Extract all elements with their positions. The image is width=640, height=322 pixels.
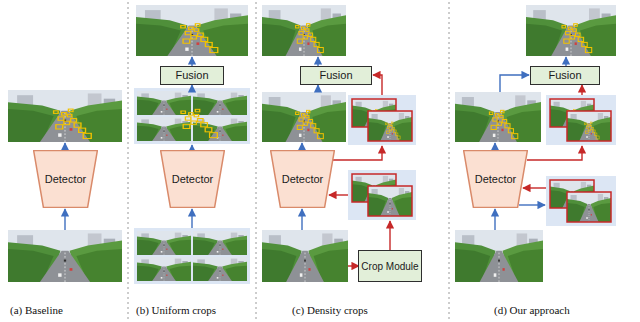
process-box: Fusion bbox=[300, 66, 372, 85]
uniform-crop-images bbox=[134, 5, 250, 284]
panel-caption: (a) Baseline bbox=[10, 304, 63, 316]
node-label: Detector bbox=[45, 173, 87, 185]
node-label: Fusion bbox=[319, 69, 352, 81]
node-label: Fusion bbox=[548, 69, 581, 81]
baseline-images bbox=[8, 90, 122, 282]
detector-trapezoid: Detector bbox=[463, 150, 528, 208]
node-label: Fusion bbox=[175, 69, 208, 81]
node-label: Detector bbox=[475, 173, 517, 185]
process-box: Fusion bbox=[160, 66, 224, 85]
panel-caption: (b) Uniform crops bbox=[136, 304, 216, 316]
flow-arrows bbox=[65, 57, 582, 266]
node-label: Detector bbox=[282, 173, 324, 185]
process-box: Fusion bbox=[530, 66, 600, 85]
density-crop-images bbox=[262, 5, 416, 282]
detector-trapezoid: Detector bbox=[160, 150, 225, 208]
detector-trapezoid: Detector bbox=[33, 150, 98, 208]
process-box: Crop Module bbox=[358, 250, 422, 282]
panel-caption: (c) Density crops bbox=[292, 304, 368, 316]
panel-caption: (d) Our approach bbox=[494, 304, 570, 316]
node-label: Detector bbox=[172, 173, 214, 185]
panel-separators bbox=[128, 2, 449, 320]
node-label: Crop Module bbox=[361, 261, 418, 272]
our-approach-images bbox=[455, 5, 616, 282]
detector-trapezoid: Detector bbox=[270, 150, 335, 208]
